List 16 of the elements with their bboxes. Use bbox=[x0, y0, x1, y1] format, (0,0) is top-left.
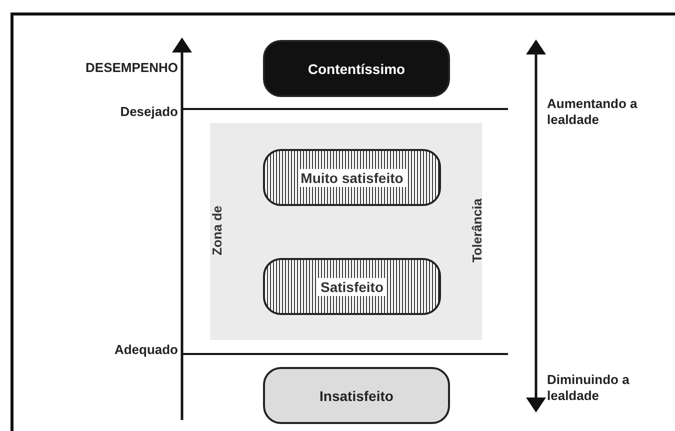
level-label: Satisfeito bbox=[317, 278, 386, 296]
level-label: Insatisfeito bbox=[320, 388, 394, 404]
level-box bbox=[263, 367, 450, 424]
zone-title: Zona de bbox=[210, 204, 224, 258]
level-box bbox=[263, 149, 441, 206]
axis-title: DESEMPENHO bbox=[84, 60, 178, 76]
level-box bbox=[263, 40, 450, 97]
level-label: Muito satisfeito bbox=[298, 168, 406, 186]
level-box bbox=[263, 258, 441, 315]
direction-label: Diminuindo a lealdade bbox=[547, 372, 630, 404]
level-label: Contentíssimo bbox=[308, 60, 406, 76]
direction-label: Aumentando a lealdade bbox=[547, 96, 638, 128]
threshold-label: Adequado bbox=[113, 342, 178, 358]
tolerance-zone bbox=[210, 123, 482, 340]
zone-title: Tolerância bbox=[470, 197, 484, 265]
threshold-label: Desejado bbox=[119, 104, 178, 120]
